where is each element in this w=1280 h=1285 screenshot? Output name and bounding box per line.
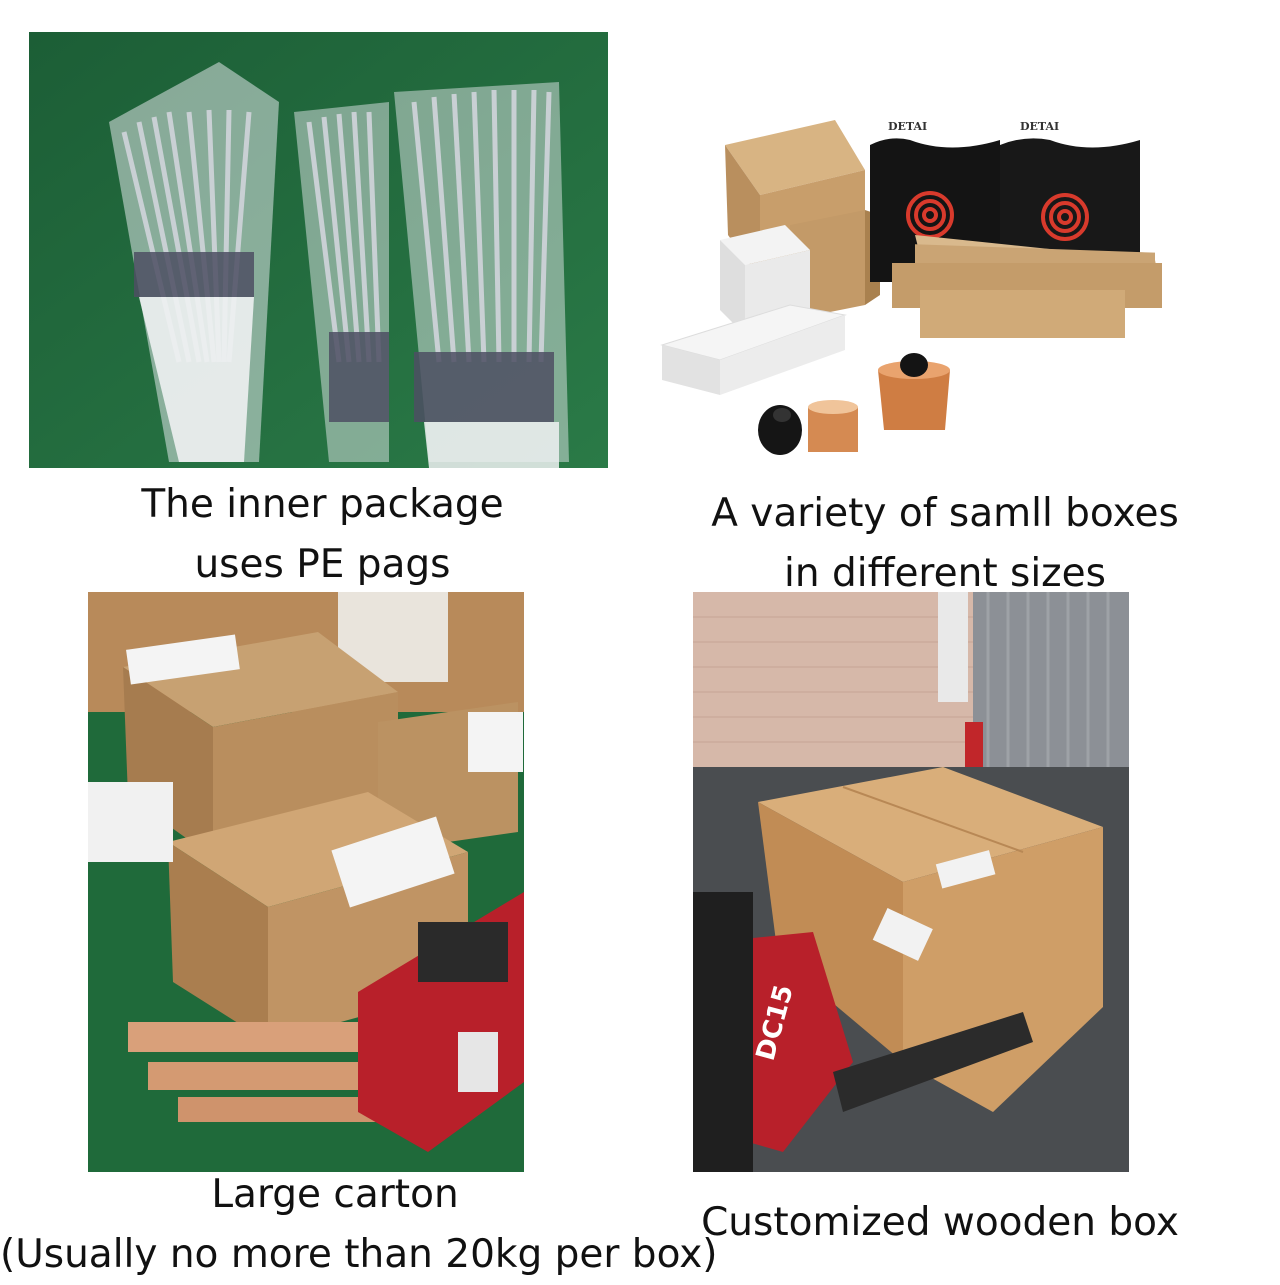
- box-brand-right: DETAI: [1020, 120, 1059, 133]
- caption-pe-bags: The inner package uses PE pags: [60, 475, 585, 595]
- photo-pe-bags: [29, 32, 608, 468]
- caption-wooden-box-line1: Customized wooden box: [701, 1200, 1179, 1245]
- heating-coil-icon: [906, 191, 1089, 241]
- photo-small-boxes: DETAI DETAI: [650, 95, 1170, 455]
- box-brand-left: DETAI: [888, 120, 927, 133]
- caption-pe-bags-line1: The inner package: [141, 482, 504, 527]
- caption-small-boxes-line2: in different sizes: [784, 551, 1106, 596]
- caption-large-carton: Large carton (Usually no more than 20kg …: [0, 1165, 718, 1285]
- caption-pe-bags-line2: uses PE pags: [194, 542, 451, 587]
- photo-large-carton: [88, 592, 524, 1172]
- caption-wooden-box: Customized wooden box: [680, 1193, 1200, 1253]
- caption-small-boxes: A variety of samll boxes in different si…: [660, 484, 1230, 604]
- photo-wooden-box: DC15: [693, 592, 1129, 1172]
- caption-large-carton-line2: (Usually no more than 20kg per box): [0, 1232, 718, 1277]
- caption-large-carton-line1: Large carton: [211, 1172, 459, 1217]
- caption-small-boxes-line1: A variety of samll boxes: [711, 491, 1179, 536]
